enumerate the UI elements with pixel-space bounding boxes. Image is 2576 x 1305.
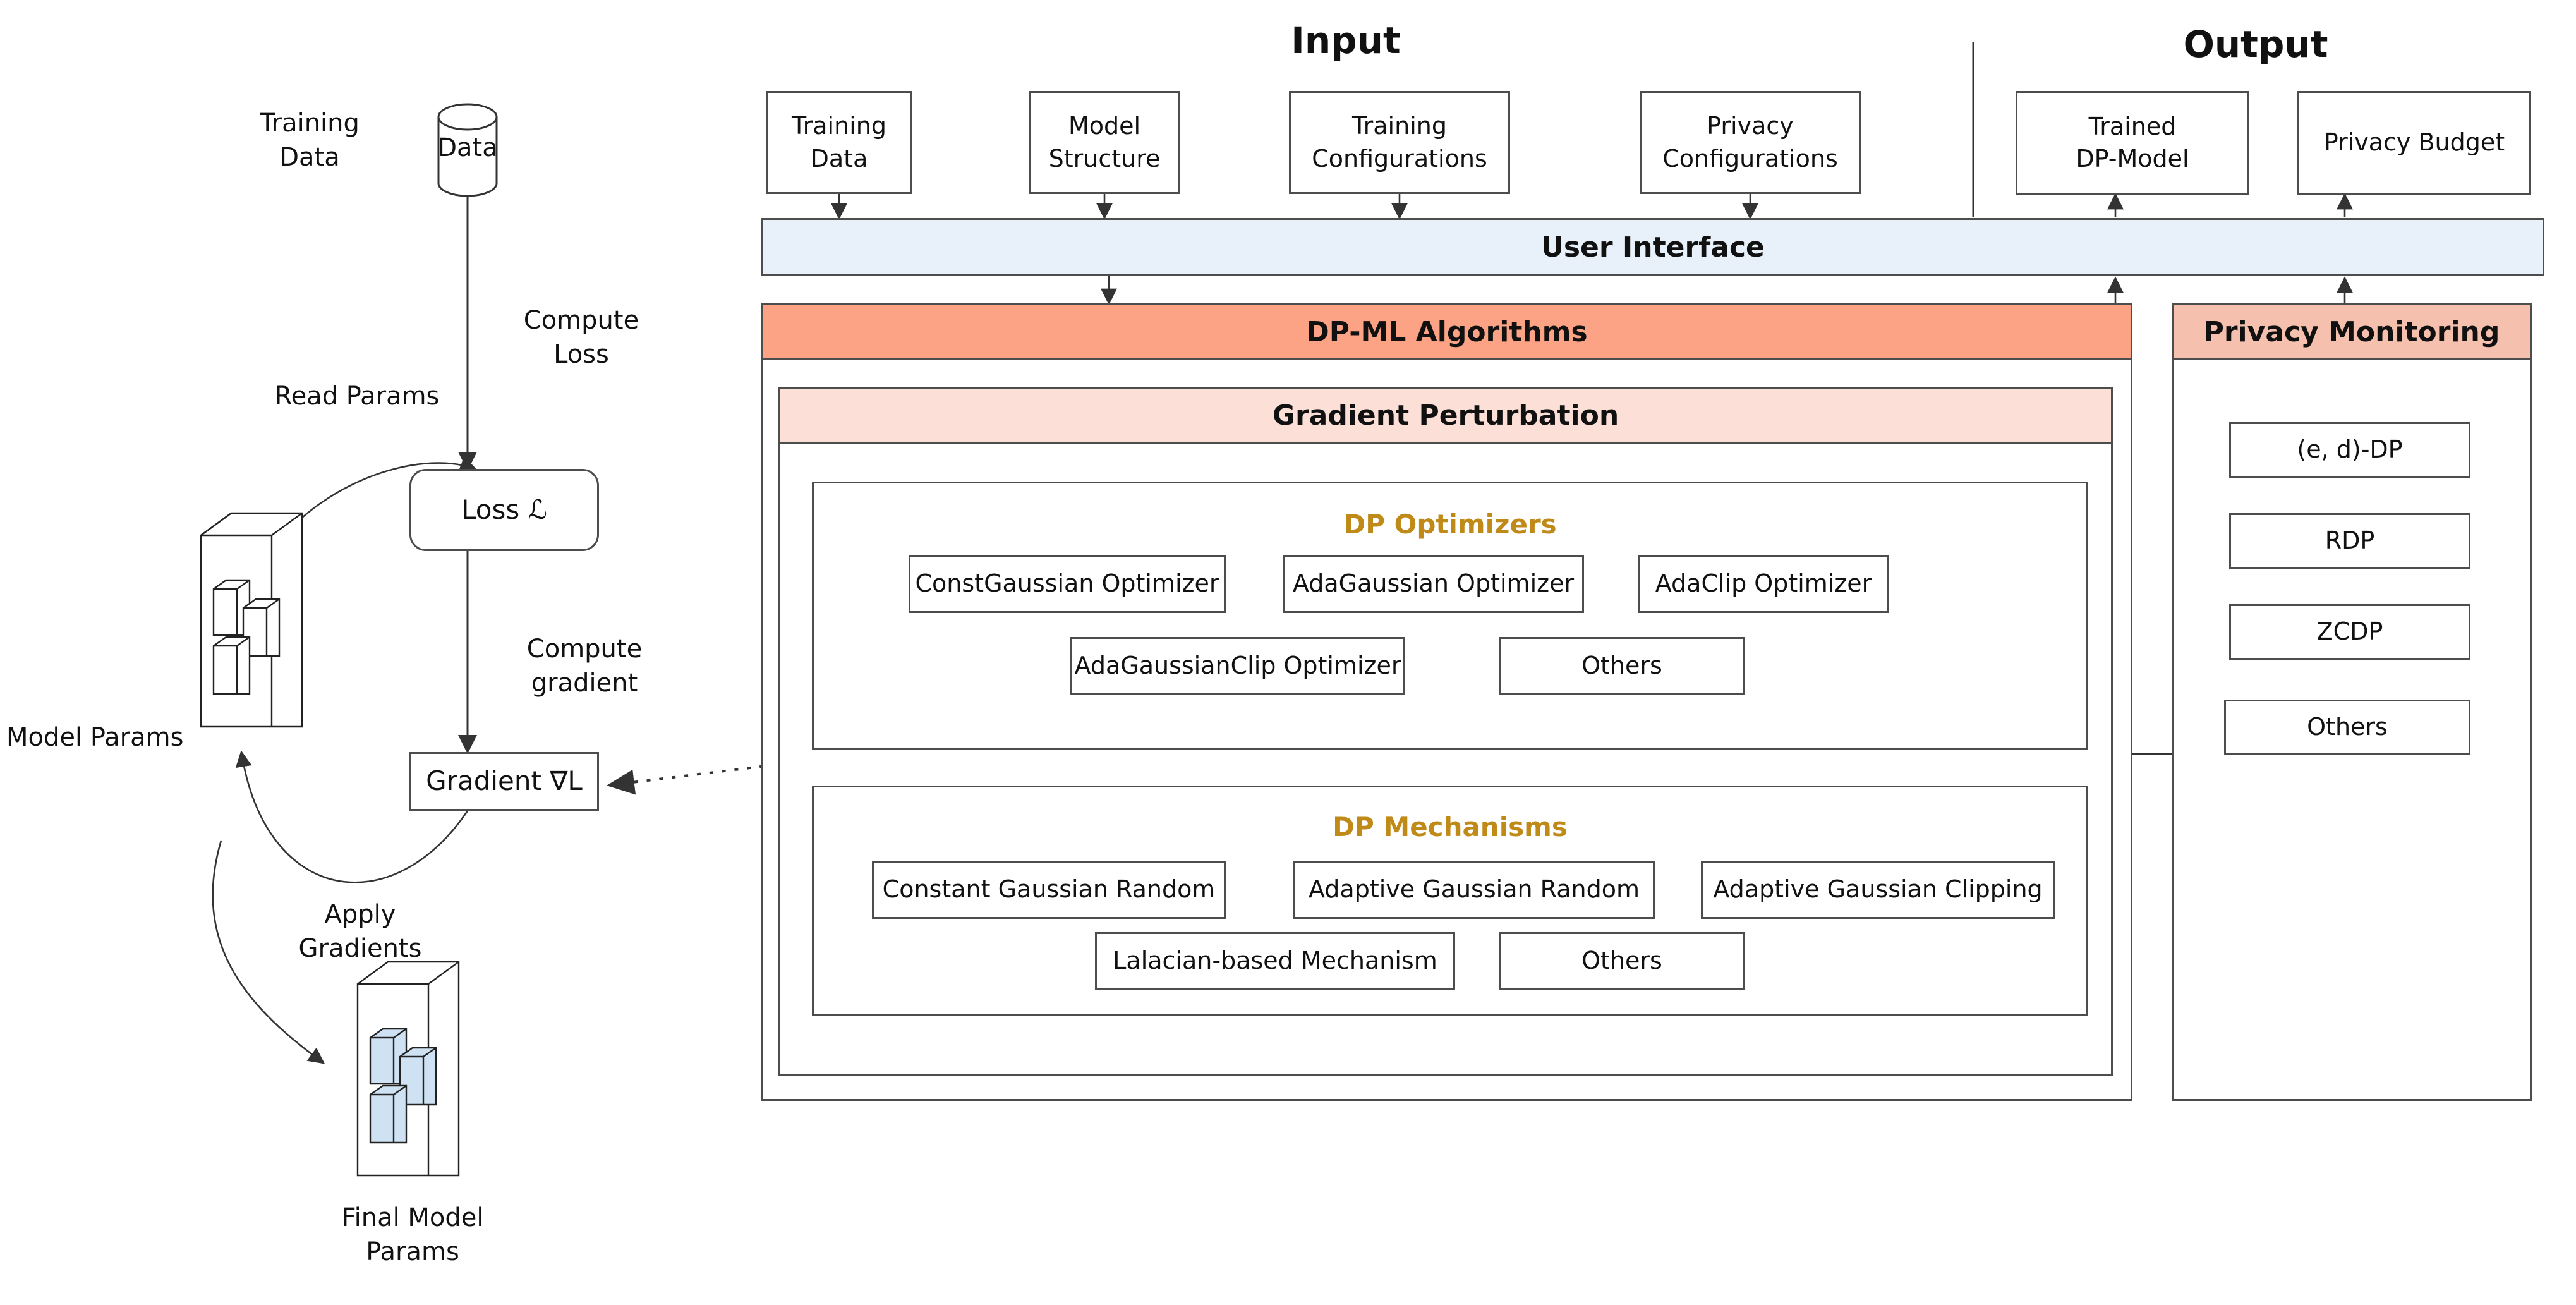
output-box-privacy-budget[interactable]: Privacy Budget: [2297, 91, 2531, 195]
optimizer-box-adagaussian[interactable]: AdaGaussian Optimizer: [1283, 555, 1584, 613]
privacy-item-zcdp[interactable]: ZCDP: [2229, 604, 2470, 660]
final-model-params-caption: Final Model Params: [341, 1203, 484, 1266]
training-data-caption: Training Data: [260, 109, 360, 172]
compute-gradient-label: Compute gradient: [526, 634, 643, 698]
input-box-model-structure[interactable]: Model Structure: [1029, 91, 1180, 194]
output-heading: Output: [2183, 23, 2328, 66]
output-box-trained-dp-model[interactable]: Trained DP-Model: [2016, 91, 2249, 195]
read-params-label: Read Params: [274, 382, 440, 411]
mechanism-box-constant-gaussian-random[interactable]: Constant Gaussian Random: [872, 861, 1226, 919]
mechanism-box-lalacian-based[interactable]: Lalacian-based Mechanism: [1095, 932, 1455, 990]
datastore-label: Data: [437, 133, 498, 162]
privacy-item-rdp[interactable]: RDP: [2229, 513, 2470, 569]
privacy-monitoring-header: Privacy Monitoring: [2172, 303, 2532, 360]
compute-loss-label: Compute Loss: [523, 306, 639, 369]
input-heading: Input: [1291, 19, 1401, 62]
dp-optimizers-group: [812, 482, 2088, 750]
optimizer-box-others[interactable]: Others: [1499, 637, 1745, 695]
model-params-3d-icon: [200, 512, 303, 728]
mechanism-box-adaptive-gaussian-clipping[interactable]: Adaptive Gaussian Clipping: [1701, 861, 2055, 919]
privacy-item-others[interactable]: Others: [2224, 700, 2470, 755]
input-box-training-data[interactable]: Training Data: [766, 91, 912, 194]
optimizer-box-adagaussianclip[interactable]: AdaGaussianClip Optimizer: [1070, 637, 1405, 695]
mechanism-box-others[interactable]: Others: [1499, 932, 1745, 990]
user-interface-bar[interactable]: User Interface: [761, 218, 2544, 276]
privacy-item-e-d-dp[interactable]: (e, d)-DP: [2229, 422, 2470, 478]
gradient-node: Gradient ∇L: [409, 752, 599, 811]
optimizer-box-adaclip[interactable]: AdaClip Optimizer: [1638, 555, 1889, 613]
dp-mechanisms-title: DP Mechanisms: [1333, 811, 1568, 842]
apply-gradients-label: Apply Gradients: [298, 900, 422, 963]
mechanism-box-adaptive-gaussian-random[interactable]: Adaptive Gaussian Random: [1293, 861, 1655, 919]
final-model-params-3d-icon: [356, 961, 460, 1177]
input-box-privacy-configurations[interactable]: Privacy Configurations: [1640, 91, 1861, 194]
loss-node: Loss ℒ: [409, 469, 599, 551]
optimizer-box-constgaussian[interactable]: ConstGaussian Optimizer: [909, 555, 1226, 613]
dp-optimizers-title: DP Optimizers: [1343, 509, 1557, 540]
gradient-perturbation-header: Gradient Perturbation: [778, 387, 2113, 444]
model-params-caption: Model Params: [6, 723, 184, 752]
input-box-training-configurations[interactable]: Training Configurations: [1289, 91, 1510, 194]
dpml-algorithms-header: DP-ML Algorithms: [761, 303, 2132, 360]
